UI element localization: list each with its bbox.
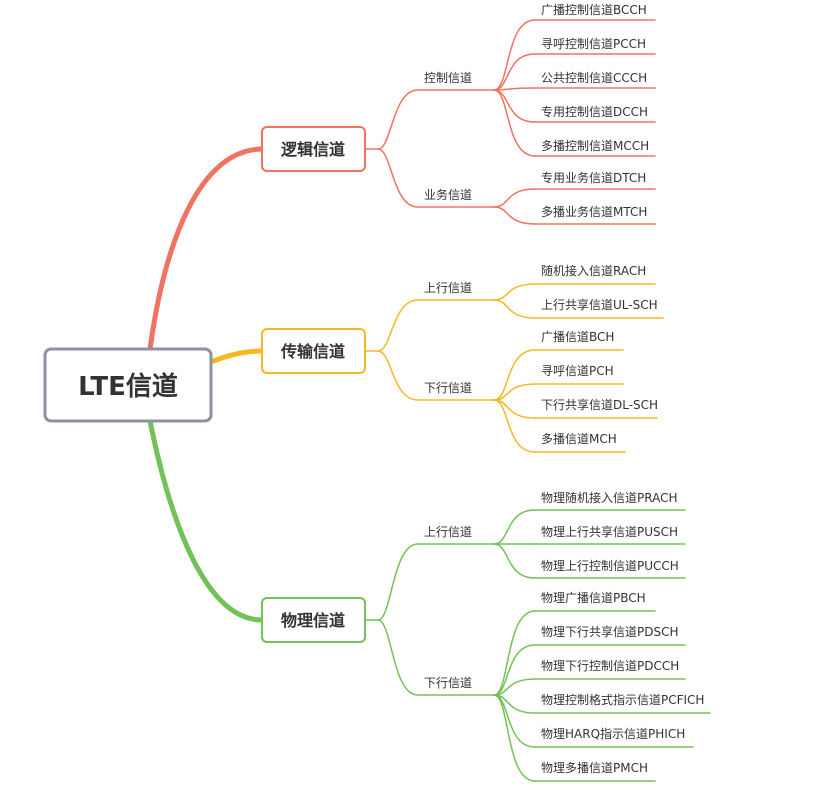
group-connector (377, 350, 419, 401)
leaf-label[interactable]: 专用控制信道DCCH (541, 104, 648, 119)
branch-node-box (261, 126, 366, 172)
leaf-connector (493, 19, 536, 91)
leaf-label[interactable]: 下行共享信道DL-SCH (541, 397, 658, 412)
leaf-label[interactable]: 广播控制信道BCCH (541, 3, 647, 17)
leaf-label[interactable]: 多播控制信道MCCH (541, 139, 649, 153)
leaf-connector (493, 694, 536, 782)
group-connector (377, 299, 419, 352)
leaf-connector (493, 188, 536, 208)
leaf-connector (493, 644, 536, 696)
leaf-label[interactable]: 多播业务信道MTCH (541, 204, 647, 219)
root-node-label: LTE信道 (78, 371, 178, 402)
branch-node-physical[interactable]: 物理信道 (261, 597, 366, 643)
group-label[interactable]: 上行信道 (424, 525, 472, 539)
leaf-label[interactable]: 物理HARQ指示信道PHICH (541, 726, 685, 741)
leaf-connector (493, 678, 536, 696)
leaf-connector (493, 543, 536, 579)
leaf-connector (493, 610, 536, 696)
leaf-label[interactable]: 广播信道BCH (541, 330, 614, 344)
branch-node-label: 物理信道 (281, 611, 345, 630)
leaf-label[interactable]: 物理下行共享信道PDSCH (541, 624, 679, 639)
leaf-label[interactable]: 物理上行控制信道PUCCH (541, 559, 679, 573)
group-label[interactable]: 控制信道 (424, 71, 472, 85)
leaf-label[interactable]: 物理广播信道PBCH (541, 591, 646, 605)
group-label[interactable]: 上行信道 (424, 281, 472, 295)
group-connector (377, 619, 419, 696)
group-label[interactable]: 下行信道 (424, 676, 472, 690)
leaf-label[interactable]: 随机接入信道RACH (541, 263, 646, 278)
root-branch-connector (208, 348, 265, 365)
leaf-label[interactable]: 寻呼控制信道PCCH (541, 37, 646, 51)
root-branch-connector (147, 146, 265, 352)
group-label[interactable]: 下行信道 (424, 381, 472, 395)
leaf-connector (493, 283, 536, 301)
leaf-connector (493, 53, 536, 91)
root-node[interactable]: LTE信道 (43, 347, 213, 423)
branch-node-logical[interactable]: 逻辑信道 (261, 126, 366, 172)
root-node-box (43, 347, 213, 423)
leaf-label[interactable]: 专用业务信道DTCH (541, 170, 646, 185)
leaf-connector (493, 299, 536, 319)
leaf-connector (493, 383, 536, 401)
leaf-label[interactable]: 物理上行共享信道PUSCH (541, 524, 678, 539)
leaf-connector (493, 694, 536, 748)
branch-node-box (261, 328, 366, 374)
branch-node-label: 逻辑信道 (281, 140, 345, 159)
group-label[interactable]: 业务信道 (424, 187, 472, 202)
group-connector (377, 89, 419, 150)
group-connector (377, 543, 419, 621)
leaf-connector (493, 509, 536, 545)
root-branch-connector (147, 418, 265, 623)
leaf-label[interactable]: 公共控制信道CCCH (541, 71, 647, 85)
leaf-label[interactable]: 物理随机接入信道PRACH (541, 490, 678, 505)
branch-node-box (261, 597, 366, 643)
leaf-label[interactable]: 寻呼信道PCH (541, 364, 614, 378)
leaf-connector (493, 349, 536, 401)
connector-lines (147, 19, 711, 782)
leaf-label[interactable]: 上行共享信道UL-SCH (541, 297, 658, 312)
leaf-label[interactable]: 物理多播信道PMCH (541, 761, 648, 775)
leaf-label[interactable]: 多播信道MCH (541, 432, 617, 446)
leaf-connector (493, 206, 536, 225)
branch-node-transport[interactable]: 传输信道 (261, 328, 366, 374)
leaf-label[interactable]: 物理下行控制信道PDCCH (541, 659, 679, 673)
leaf-label[interactable]: 物理控制格式指示信道PCFICH (541, 692, 704, 707)
group-connector (377, 148, 419, 208)
leaf-connector (493, 89, 536, 157)
branch-node-label: 传输信道 (280, 342, 345, 361)
leaf-connector (493, 399, 536, 453)
